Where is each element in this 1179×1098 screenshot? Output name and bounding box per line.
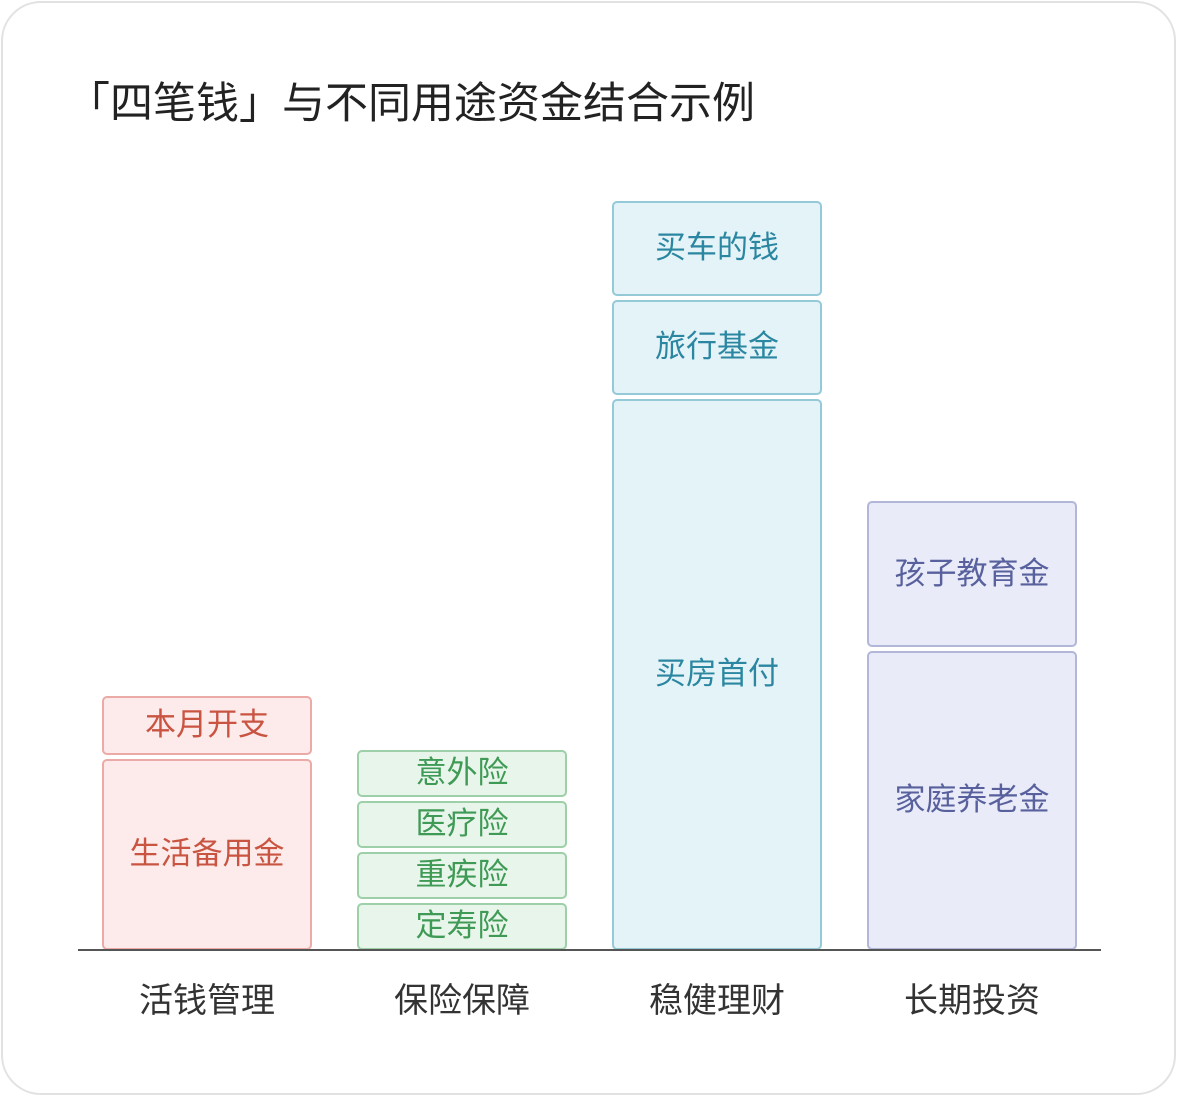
category-label-live-money: 活钱管理 (139, 981, 275, 1021)
baseline (78, 949, 1101, 951)
block-live-money-monthly: 本月开支 (102, 696, 312, 755)
diagram-title: 「四笔钱」与不同用途资金结合示例 (67, 79, 755, 129)
block-long-term-pension: 家庭养老金 (867, 651, 1077, 950)
block-insurance-critical-illness: 重疾险 (357, 852, 567, 899)
block-stable-travel: 旅行基金 (612, 300, 822, 395)
block-live-money-emergency: 生活备用金 (102, 759, 312, 950)
block-insurance-medical: 医疗险 (357, 801, 567, 848)
block-stable-car: 买车的钱 (612, 201, 822, 296)
block-insurance-term-life: 定寿险 (357, 903, 567, 950)
category-label-stable-finance: 稳健理财 (649, 981, 785, 1021)
block-long-term-education: 孩子教育金 (867, 501, 1077, 647)
block-stable-house-downpayment: 买房首付 (612, 399, 822, 950)
category-label-insurance: 保险保障 (394, 981, 530, 1021)
category-label-long-term-investment: 长期投资 (904, 981, 1040, 1021)
block-insurance-accident: 意外险 (357, 750, 567, 797)
